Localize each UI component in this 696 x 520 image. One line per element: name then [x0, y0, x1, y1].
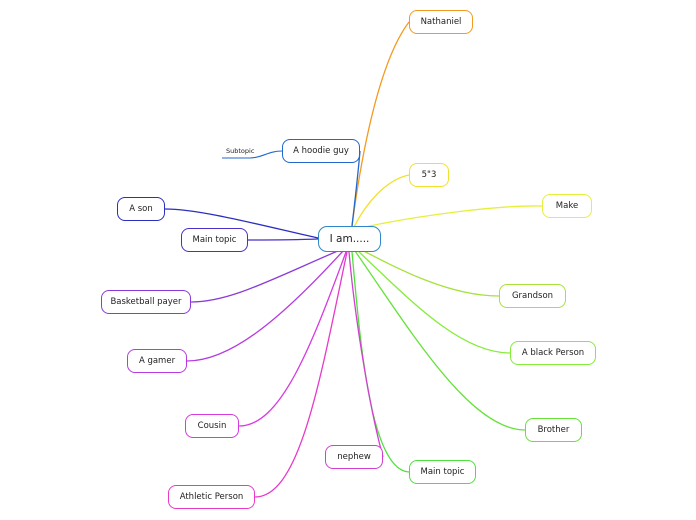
connector-grandson	[357, 247, 500, 297]
central-topic-label: I am.....	[329, 233, 370, 245]
connector-basketball	[190, 249, 341, 303]
topic-label: Main topic	[192, 235, 237, 245]
topic-label: Make	[555, 201, 579, 211]
topic-node-hoodie[interactable]: A hoodie guy	[282, 139, 360, 163]
topic-node-nephew[interactable]: nephew	[325, 445, 383, 469]
topic-node-main-topic-2[interactable]: Main topic	[409, 460, 476, 484]
connector-nephew	[348, 251, 384, 458]
subtopic-node[interactable]: Subtopic	[226, 144, 260, 158]
topic-node-height[interactable]: 5"3	[409, 163, 449, 187]
topic-node-main-topic-1[interactable]: Main topic	[181, 228, 248, 252]
connector-main-topic-2	[351, 251, 410, 473]
central-topic-node[interactable]: I am.....	[318, 226, 381, 252]
topic-node-basketball[interactable]: Basketball payer	[101, 290, 191, 314]
connector-subtopic	[222, 150, 283, 159]
topic-node-gamer[interactable]: A gamer	[127, 349, 187, 373]
connector-height	[353, 174, 410, 228]
topic-node-grandson[interactable]: Grandson	[499, 284, 566, 308]
connector-cousin	[238, 251, 347, 427]
topic-label: Nathaniel	[420, 17, 462, 27]
connector-brother	[354, 250, 526, 431]
connector-son	[164, 208, 319, 239]
topic-node-nathaniel[interactable]: Nathaniel	[409, 10, 473, 34]
topic-label: Main topic	[420, 467, 465, 477]
topic-label: A gamer	[138, 356, 176, 366]
topic-node-black-person[interactable]: A black Person	[510, 341, 596, 365]
topic-label: A black Person	[521, 348, 585, 358]
connector-nathaniel	[351, 21, 410, 227]
subtopic-label: Subtopic	[226, 147, 255, 155]
topic-label: Brother	[537, 425, 570, 435]
topic-node-cousin[interactable]: Cousin	[185, 414, 239, 438]
connector-athletic	[254, 251, 348, 498]
topic-label: Cousin	[197, 421, 227, 431]
topic-node-athletic[interactable]: Athletic Person	[168, 485, 255, 509]
topic-label: A son	[129, 204, 153, 214]
topic-node-brother[interactable]: Brother	[525, 418, 582, 442]
topic-label: Basketball payer	[110, 297, 182, 307]
topic-label: A hoodie guy	[293, 146, 349, 156]
topic-label: 5"3	[421, 170, 437, 180]
topic-label: nephew	[337, 452, 371, 462]
topic-label: Athletic Person	[179, 492, 244, 502]
connector-black-person	[356, 249, 511, 354]
topic-node-son[interactable]: A son	[117, 197, 165, 221]
connector-main-topic-1	[247, 238, 319, 241]
topic-label: Grandson	[511, 291, 554, 301]
connector-make	[359, 205, 543, 229]
connector-gamer	[186, 250, 344, 362]
topic-node-make[interactable]: Make	[542, 194, 592, 218]
